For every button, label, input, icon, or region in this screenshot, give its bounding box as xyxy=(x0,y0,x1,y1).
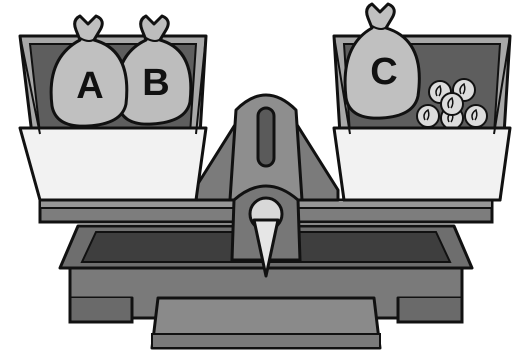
coin xyxy=(441,93,463,115)
bag-b-label: B xyxy=(142,62,169,104)
right-pan: C xyxy=(334,4,510,200)
bag-c-label: C xyxy=(370,51,397,93)
bag-c: C xyxy=(345,4,419,118)
scale-pillar xyxy=(230,95,302,276)
pillar-slot xyxy=(258,108,274,166)
coin xyxy=(465,105,487,127)
bag-a: A xyxy=(51,16,127,126)
left-pan: B A xyxy=(20,16,206,200)
bag-b: B xyxy=(117,16,191,124)
coin xyxy=(417,105,439,127)
bag-a-label: A xyxy=(76,65,103,107)
